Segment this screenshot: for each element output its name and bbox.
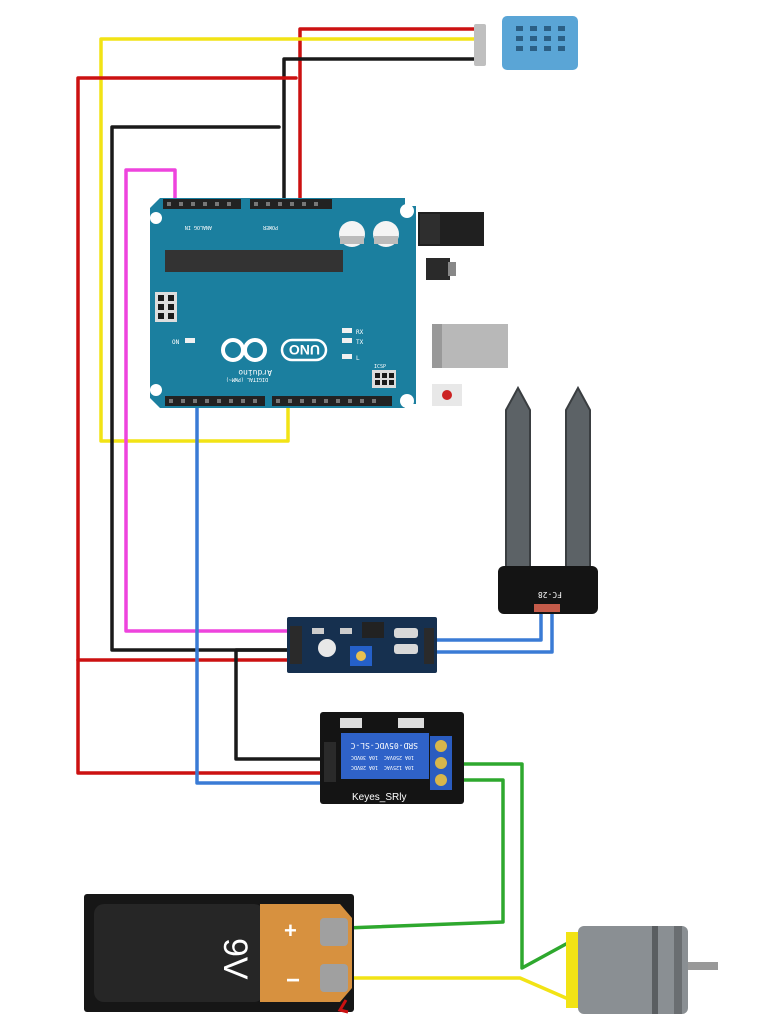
led-l-label: L [356,355,360,362]
soil-sensor-module [287,617,437,673]
power-header-label: POWER [262,224,278,230]
wire-probe-1 [434,610,543,642]
arduino-logo: Arduino UNO [221,338,328,377]
wire-dht-vcc [298,27,486,202]
battery-plus-label: + [284,918,297,943]
led-rx-label: RX [356,329,364,336]
battery-voltage-label: 9V [216,938,254,980]
relay-rating-4: 10A 28VDC [351,764,378,770]
reset-label: RESET [430,376,445,382]
usb-port [432,324,508,368]
relay-coil-label: SRD-05VDC-SL-C [350,741,418,750]
analog-header [163,199,241,209]
relay-rating-1: 10A 250VAC [384,754,414,760]
wire-gnd-relay [234,648,334,761]
probe-label: FC-28 [538,590,562,599]
battery-minus-label: − [286,967,300,994]
wires [76,27,568,1000]
dht-body [502,16,578,70]
wire-probe-2 [434,610,554,654]
atmega-chip [165,250,343,272]
led-tx-label: TX [356,339,364,346]
model-label: UNO [289,342,320,358]
wire-relay-signal [195,398,334,785]
wire-5v-bus [76,76,334,775]
relay-rating-3: 10A 125VAC [384,764,414,770]
wire-dht-gnd [282,57,486,202]
brand-label: Arduino [238,368,272,377]
analog-header-label: ANALOG IN [185,224,212,230]
icsp-label: ICSP [374,364,386,370]
wire-gnd-bus [110,125,292,652]
digital-header-label: DIGITAL (PWM~) [226,376,268,382]
relay-brand-label: Keyes_SRly [352,792,406,803]
relay-coil [341,733,429,779]
relay-rating-2: 10A 30VDC [351,754,378,760]
dht-sensor [474,16,578,70]
wire-battery-neg [344,976,568,1000]
relay-module: SRD-05VDC-SL-C 10A 250VAC 10A 30VDC 10A … [320,712,464,804]
wire-relay-no [446,762,568,970]
battery-9v: + − 9V [84,894,354,1014]
led-on-label: ON [172,339,180,346]
wire-analog-a0 [124,168,292,633]
arduino-board: ANALOG IN POWER Arduino UNO [150,198,508,408]
digital-header-b [272,396,392,406]
soil-probe: FC-28 [498,385,598,614]
digital-header-a [165,396,265,406]
dc-motor [566,926,718,1014]
wire-relay-com [344,778,505,930]
wire-dht-data [99,37,486,443]
